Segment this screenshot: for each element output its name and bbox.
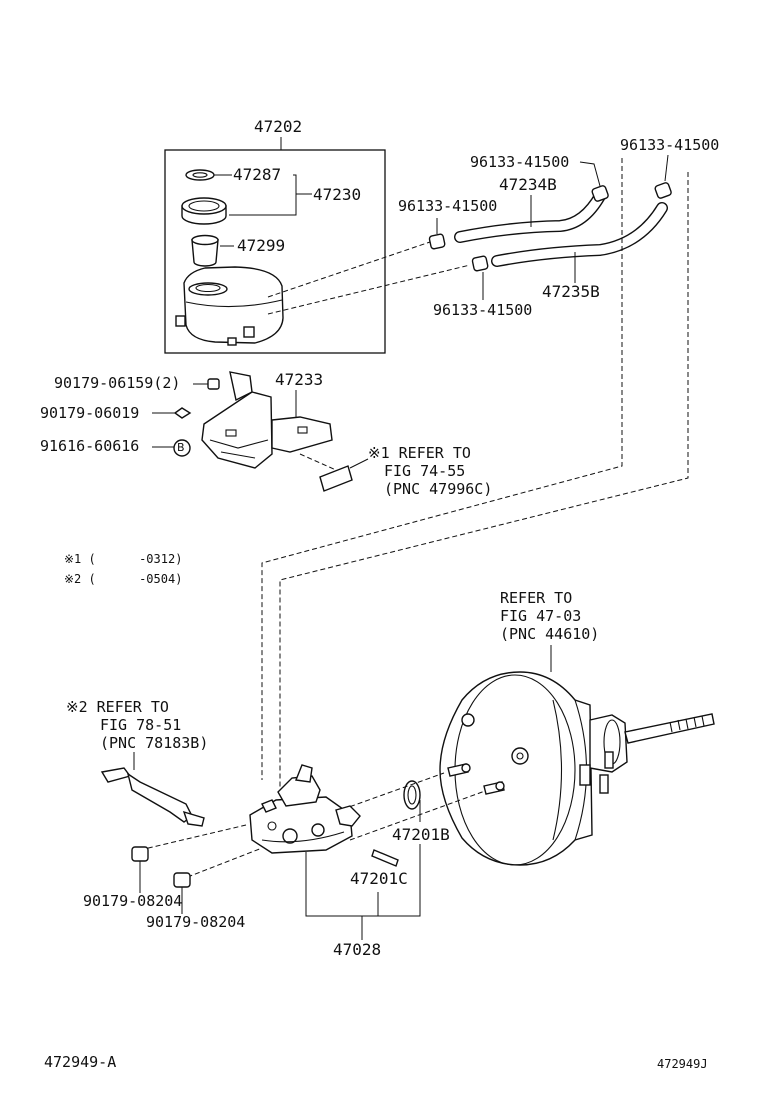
label-47230: 47230 bbox=[313, 185, 362, 204]
label-47299: 47299 bbox=[237, 236, 286, 255]
label-47028: 47028 bbox=[333, 940, 382, 959]
label-nut-08204-b: 90179-08204 bbox=[146, 913, 246, 931]
label-nut-06019: 90179-06019 bbox=[40, 404, 140, 422]
label-47202: 47202 bbox=[254, 117, 303, 136]
note-1: ※1 ( -0312) bbox=[64, 552, 183, 566]
referenced-pad-part bbox=[319, 465, 353, 492]
ref1-line-3: (PNC 47996C) bbox=[384, 480, 493, 498]
label-bolt-60616: 91616-60616 bbox=[40, 437, 140, 455]
nut-08204-parts bbox=[131, 846, 191, 888]
label-47235b: 47235B bbox=[542, 282, 600, 301]
label-clip-low: 96133-41500 bbox=[433, 301, 533, 319]
master-cylinder-part bbox=[249, 764, 361, 854]
label-47234b: 47234B bbox=[499, 175, 557, 194]
reservoir-group-box bbox=[164, 149, 386, 354]
ref-booster-line-3: (PNC 44610) bbox=[500, 625, 600, 643]
label-bolt-06159: 90179-06159(2) bbox=[54, 374, 181, 392]
o-ring-47201b-part bbox=[403, 780, 421, 822]
hose-clip-parts bbox=[428, 182, 672, 272]
marker-b-text: B bbox=[177, 441, 185, 454]
label-clip-mid: 96133-41500 bbox=[398, 197, 498, 215]
footer-right-code: 472949J bbox=[657, 1057, 708, 1071]
hose-47234b-part bbox=[454, 190, 606, 243]
ref2-line-1: ※2 REFER TO bbox=[66, 698, 169, 716]
reservoir-tank-part bbox=[175, 266, 284, 346]
label-47233: 47233 bbox=[275, 370, 324, 389]
label-47201b: 47201B bbox=[392, 825, 450, 844]
ref-booster-line-2: FIG 47-03 bbox=[500, 607, 582, 625]
pin-47201c-part bbox=[371, 849, 399, 867]
bracket-bolt-parts bbox=[173, 378, 220, 457]
label-47201c: 47201C bbox=[350, 869, 408, 888]
ref2-line-3: (PNC 78183B) bbox=[100, 734, 209, 752]
hose-47235b-part bbox=[491, 202, 668, 283]
label-clip-top-left: 96133-41500 bbox=[470, 153, 570, 171]
reservoir-strainer-part bbox=[191, 234, 234, 267]
reservoir-cap-part bbox=[181, 197, 227, 225]
brake-booster-part bbox=[439, 671, 715, 866]
ref2-line-2: FIG 78-51 bbox=[100, 716, 182, 734]
reservoir-bracket-part bbox=[201, 371, 333, 469]
label-47287: 47287 bbox=[233, 165, 282, 184]
footer-left-code: 472949-A bbox=[44, 1053, 117, 1071]
ref1-line-1: ※1 REFER TO bbox=[368, 444, 471, 462]
label-nut-08204-a: 90179-08204 bbox=[83, 892, 183, 910]
booster-stud-parts bbox=[447, 763, 505, 795]
ref1-line-2: FIG 74-55 bbox=[384, 462, 466, 480]
note-2: ※2 ( -0504) bbox=[64, 572, 183, 586]
tube-bracket-part bbox=[100, 767, 205, 827]
ref-booster-line-1: REFER TO bbox=[500, 589, 573, 607]
cap-gasket-part bbox=[185, 169, 232, 181]
label-clip-top-right: 96133-41500 bbox=[620, 136, 720, 154]
